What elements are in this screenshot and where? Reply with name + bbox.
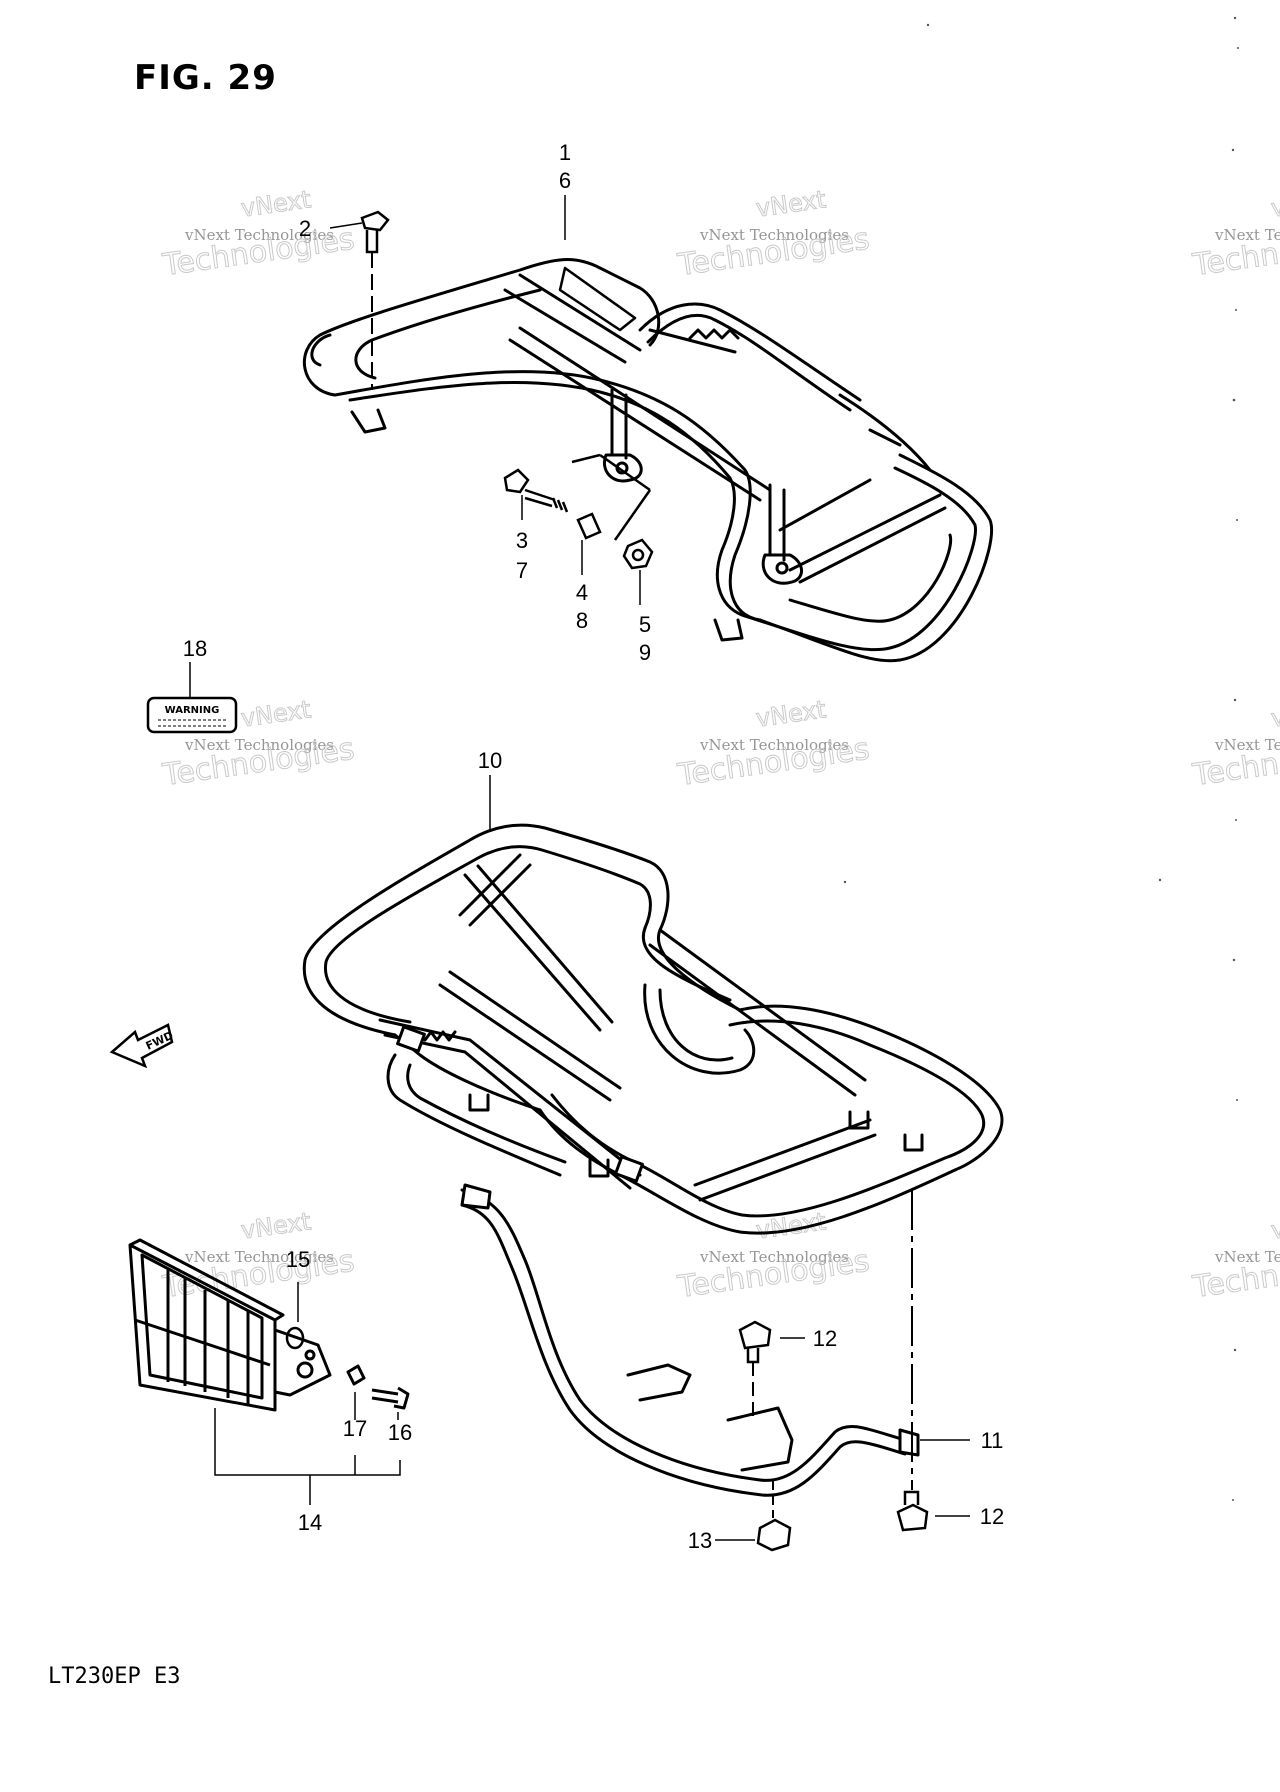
fwd-arrow: FWD — [109, 1023, 175, 1069]
callout-9: 9 — [639, 640, 651, 665]
front-carrier — [303, 258, 993, 663]
leader-lines-lower — [214, 1282, 970, 1541]
svg-text:vNext: vNext — [754, 695, 827, 732]
svg-text:vNext: vNext — [239, 1207, 312, 1244]
svg-text:vNext Technologies: vNext Technologies — [184, 226, 334, 244]
hardware-upper — [360, 210, 654, 570]
svg-text:vNext Technologies: vNext Technologies — [1214, 1248, 1280, 1266]
callout-15: 15 — [286, 1247, 310, 1272]
svg-text:vNext: vNext — [1269, 185, 1280, 222]
callout-11: 11 — [981, 1428, 1004, 1453]
svg-text:vNext Technologies: vNext Technologies — [184, 736, 334, 754]
callout-12-upper: 12 — [813, 1326, 837, 1351]
svg-text:vNext Technologies: vNext Technologies — [699, 736, 849, 754]
warning-label-text: WARNING — [165, 705, 220, 716]
light-guard — [128, 1238, 410, 1412]
leader-lines-upper — [189, 195, 641, 830]
callout-1: 1 — [559, 140, 571, 165]
callout-17: 17 — [343, 1416, 367, 1441]
rear-carrier — [302, 823, 1004, 1235]
callout-13: 13 — [688, 1528, 712, 1553]
svg-text:vNext Technologies: vNext Technologies — [1214, 736, 1280, 754]
svg-text:vNext: vNext — [239, 695, 312, 732]
svg-text:vNext: vNext — [1269, 1207, 1280, 1244]
svg-text:vNext Technologies: vNext Technologies — [1214, 226, 1280, 244]
callout-4: 4 — [576, 580, 588, 605]
svg-text:vNext: vNext — [1269, 695, 1280, 732]
scan-specks — [843, 16, 1239, 1501]
hardware-lower — [738, 1190, 929, 1552]
callout-18: 18 — [183, 636, 207, 661]
support-bar — [460, 1183, 920, 1497]
svg-text:vNext Technologies: vNext Technologies — [699, 1248, 849, 1266]
watermark-group: vNext vNext Technologies Technologies vN… — [159, 185, 1280, 1306]
callout-2: 2 — [299, 216, 311, 241]
callout-14: 14 — [298, 1510, 322, 1535]
model-code: LT230EP E3 — [48, 1664, 181, 1689]
callout-6: 6 — [559, 168, 571, 193]
callout-numbers: 1 6 2 3 7 4 8 5 9 18 10 15 12 11 17 16 1… — [183, 140, 1004, 1553]
callout-7: 7 — [516, 558, 528, 583]
callout-16: 16 — [388, 1420, 412, 1445]
svg-text:vNext: vNext — [754, 185, 827, 222]
svg-text:vNext Technologies: vNext Technologies — [699, 226, 849, 244]
warning-label-part: WARNING — [146, 696, 238, 734]
callout-8: 8 — [576, 608, 588, 633]
svg-text:vNext Technologies: vNext Technologies — [184, 1248, 334, 1266]
callout-12-lower: 12 — [980, 1504, 1004, 1529]
callout-5: 5 — [639, 612, 651, 637]
callout-10: 10 — [478, 748, 502, 773]
figure-title: FIG. 29 — [134, 58, 277, 98]
callout-3: 3 — [516, 528, 528, 553]
